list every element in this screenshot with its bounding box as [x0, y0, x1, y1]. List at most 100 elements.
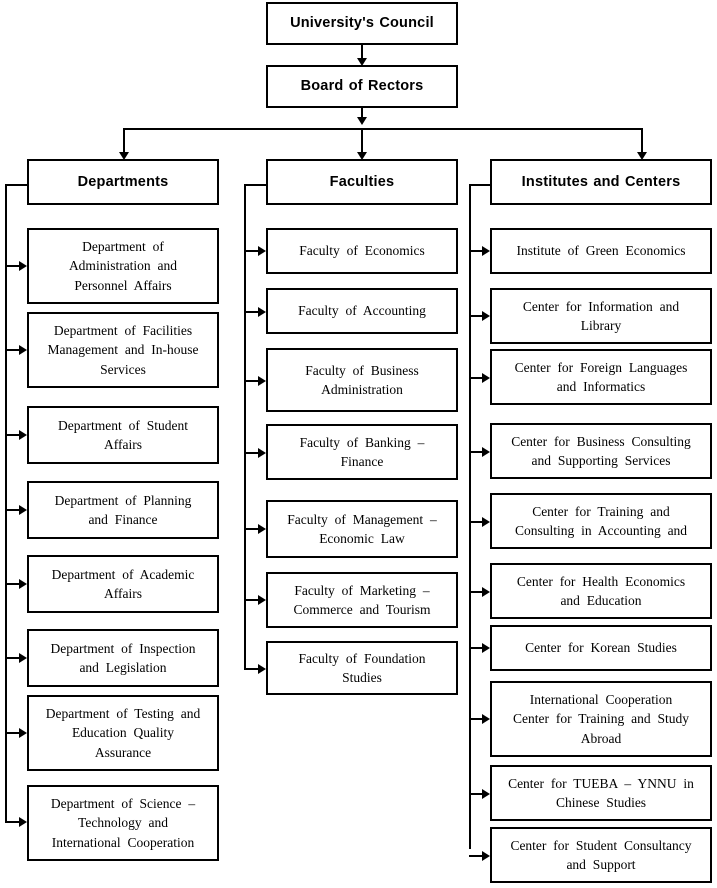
arrow-institutes-4: [482, 517, 490, 527]
node-department-inspection-legislation[interactable]: Department of Inspection and Legislation: [27, 629, 219, 687]
header-label: Faculties: [329, 173, 395, 190]
connector-institutes-9: [469, 855, 484, 857]
bus-horizontal-main: [123, 128, 643, 130]
node-label: Department of Testing and Education Qual…: [45, 706, 201, 760]
node-center-health-economics-education[interactable]: Center for Health Economics and Educatio…: [490, 563, 712, 619]
node-label: Department of Student Affairs: [58, 417, 188, 452]
node-faculty-management-economic-law[interactable]: Faculty of Management – Economic Law: [266, 500, 458, 558]
connector-faculties-5: [244, 599, 260, 601]
bus-departments: [5, 184, 7, 821]
connector-faculties-4: [244, 528, 260, 530]
node-label: Department of Administration and Personn…: [68, 239, 178, 293]
header-label: Institutes and Centers: [521, 173, 681, 190]
node-universitys-council[interactable]: University's Council: [266, 2, 458, 45]
connector-faculties-0: [244, 250, 260, 252]
arrow-board-trunk: [357, 117, 367, 125]
arrow-departments-3: [19, 505, 27, 515]
header-departments[interactable]: Departments: [27, 159, 219, 205]
node-label: Center for Business Consulting and Suppo…: [511, 433, 691, 468]
node-faculty-banking-finance[interactable]: Faculty of Banking – Finance: [266, 424, 458, 480]
node-label: Faculty of Business Administration: [305, 362, 419, 397]
connector-institutes-3: [469, 451, 484, 453]
node-faculty-economics[interactable]: Faculty of Economics: [266, 228, 458, 274]
node-label: Faculty of Marketing – Commerce and Tour…: [293, 582, 431, 617]
connector-departments-3: [5, 509, 21, 511]
arrow-departments-2: [19, 430, 27, 440]
node-label: Department of Inspection and Legislation: [50, 640, 196, 675]
arrow-faculties-1: [258, 307, 266, 317]
elbow-departments: [5, 184, 29, 186]
node-department-administration-personnel[interactable]: Department of Administration and Personn…: [27, 228, 219, 304]
arrow-departments-1: [19, 345, 27, 355]
node-faculty-accounting[interactable]: Faculty of Accounting: [266, 288, 458, 334]
connector-departments-0: [5, 265, 21, 267]
arrow-institutes-3: [482, 447, 490, 457]
connector-departments-1: [5, 349, 21, 351]
arrow-bus-to-institutes: [637, 152, 647, 160]
node-label: Department of Academic Affairs: [51, 566, 195, 601]
node-label: Center for TUEBA – YNNU in Chinese Studi…: [508, 775, 694, 810]
connector-institutes-0: [469, 250, 484, 252]
node-faculty-foundation-studies[interactable]: Faculty of Foundation Studies: [266, 641, 458, 695]
node-faculty-business-administration[interactable]: Faculty of Business Administration: [266, 348, 458, 412]
node-center-student-consultancy-support[interactable]: Center for Student Consultancy and Suppo…: [490, 827, 712, 883]
node-label: Faculty of Economics: [299, 243, 425, 259]
connector-bus-to-departments: [123, 128, 125, 154]
node-center-information-library[interactable]: Center for Information and Library: [490, 288, 712, 344]
node-label: Faculty of Accounting: [298, 303, 426, 319]
arrow-council-to-board: [357, 58, 367, 66]
arrow-faculties-2: [258, 376, 266, 386]
arrow-institutes-0: [482, 246, 490, 256]
arrow-institutes-2: [482, 373, 490, 383]
node-center-business-consulting[interactable]: Center for Business Consulting and Suppo…: [490, 423, 712, 479]
node-international-cooperation-center[interactable]: International Cooperation Center for Tra…: [490, 681, 712, 757]
node-label: Center for Training and Consulting in Ac…: [514, 503, 688, 538]
node-institute-green-economics[interactable]: Institute of Green Economics: [490, 228, 712, 274]
connector-institutes-5: [469, 591, 484, 593]
arrow-institutes-8: [482, 789, 490, 799]
node-label: Center for Student Consultancy and Suppo…: [510, 837, 692, 872]
arrow-faculties-5: [258, 595, 266, 605]
node-center-training-consulting-accounting[interactable]: Center for Training and Consulting in Ac…: [490, 493, 712, 549]
bus-faculties: [244, 184, 246, 668]
node-label: Faculty of Foundation Studies: [298, 650, 426, 685]
arrow-departments-4: [19, 579, 27, 589]
node-department-testing-quality-assurance[interactable]: Department of Testing and Education Qual…: [27, 695, 219, 771]
connector-faculties-6: [244, 668, 260, 670]
node-faculty-marketing-commerce-tourism[interactable]: Faculty of Marketing – Commerce and Tour…: [266, 572, 458, 628]
node-label: Center for Information and Library: [522, 298, 680, 333]
connector-departments-6: [5, 732, 21, 734]
node-center-tueba-ynnu-chinese-studies[interactable]: Center for TUEBA – YNNU in Chinese Studi…: [490, 765, 712, 821]
arrow-departments-0: [19, 261, 27, 271]
node-department-science-technology-cooperation[interactable]: Department of Science – Technology and I…: [27, 785, 219, 861]
connector-institutes-4: [469, 521, 484, 523]
node-department-student-affairs[interactable]: Department of Student Affairs: [27, 406, 219, 464]
arrow-institutes-5: [482, 587, 490, 597]
connector-institutes-7: [469, 718, 484, 720]
connector-departments-2: [5, 434, 21, 436]
node-center-foreign-languages-informatics[interactable]: Center for Foreign Languages and Informa…: [490, 349, 712, 405]
arrow-institutes-7: [482, 714, 490, 724]
node-label: Board of Rectors: [300, 78, 424, 95]
node-department-planning-finance[interactable]: Department of Planning and Finance: [27, 481, 219, 539]
header-institutes-and-centers[interactable]: Institutes and Centers: [490, 159, 712, 205]
connector-departments-5: [5, 657, 21, 659]
node-board-of-rectors[interactable]: Board of Rectors: [266, 65, 458, 108]
header-faculties[interactable]: Faculties: [266, 159, 458, 205]
node-label: University's Council: [290, 15, 434, 32]
arrow-faculties-0: [258, 246, 266, 256]
connector-departments-4: [5, 583, 21, 585]
connector-council-to-board: [361, 45, 363, 60]
header-label: Departments: [77, 173, 169, 190]
node-label: Center for Health Economics and Educatio…: [516, 573, 686, 608]
node-center-korean-studies[interactable]: Center for Korean Studies: [490, 625, 712, 671]
node-label: Department of Science – Technology and I…: [50, 796, 196, 850]
node-department-academic-affairs[interactable]: Department of Academic Affairs: [27, 555, 219, 613]
arrow-departments-7: [19, 817, 27, 827]
connector-bus-to-institutes: [641, 128, 643, 154]
arrow-faculties-3: [258, 448, 266, 458]
node-department-facilities-management[interactable]: Department of Facilities Management and …: [27, 312, 219, 388]
connector-faculties-3: [244, 452, 260, 454]
arrow-faculties-4: [258, 524, 266, 534]
